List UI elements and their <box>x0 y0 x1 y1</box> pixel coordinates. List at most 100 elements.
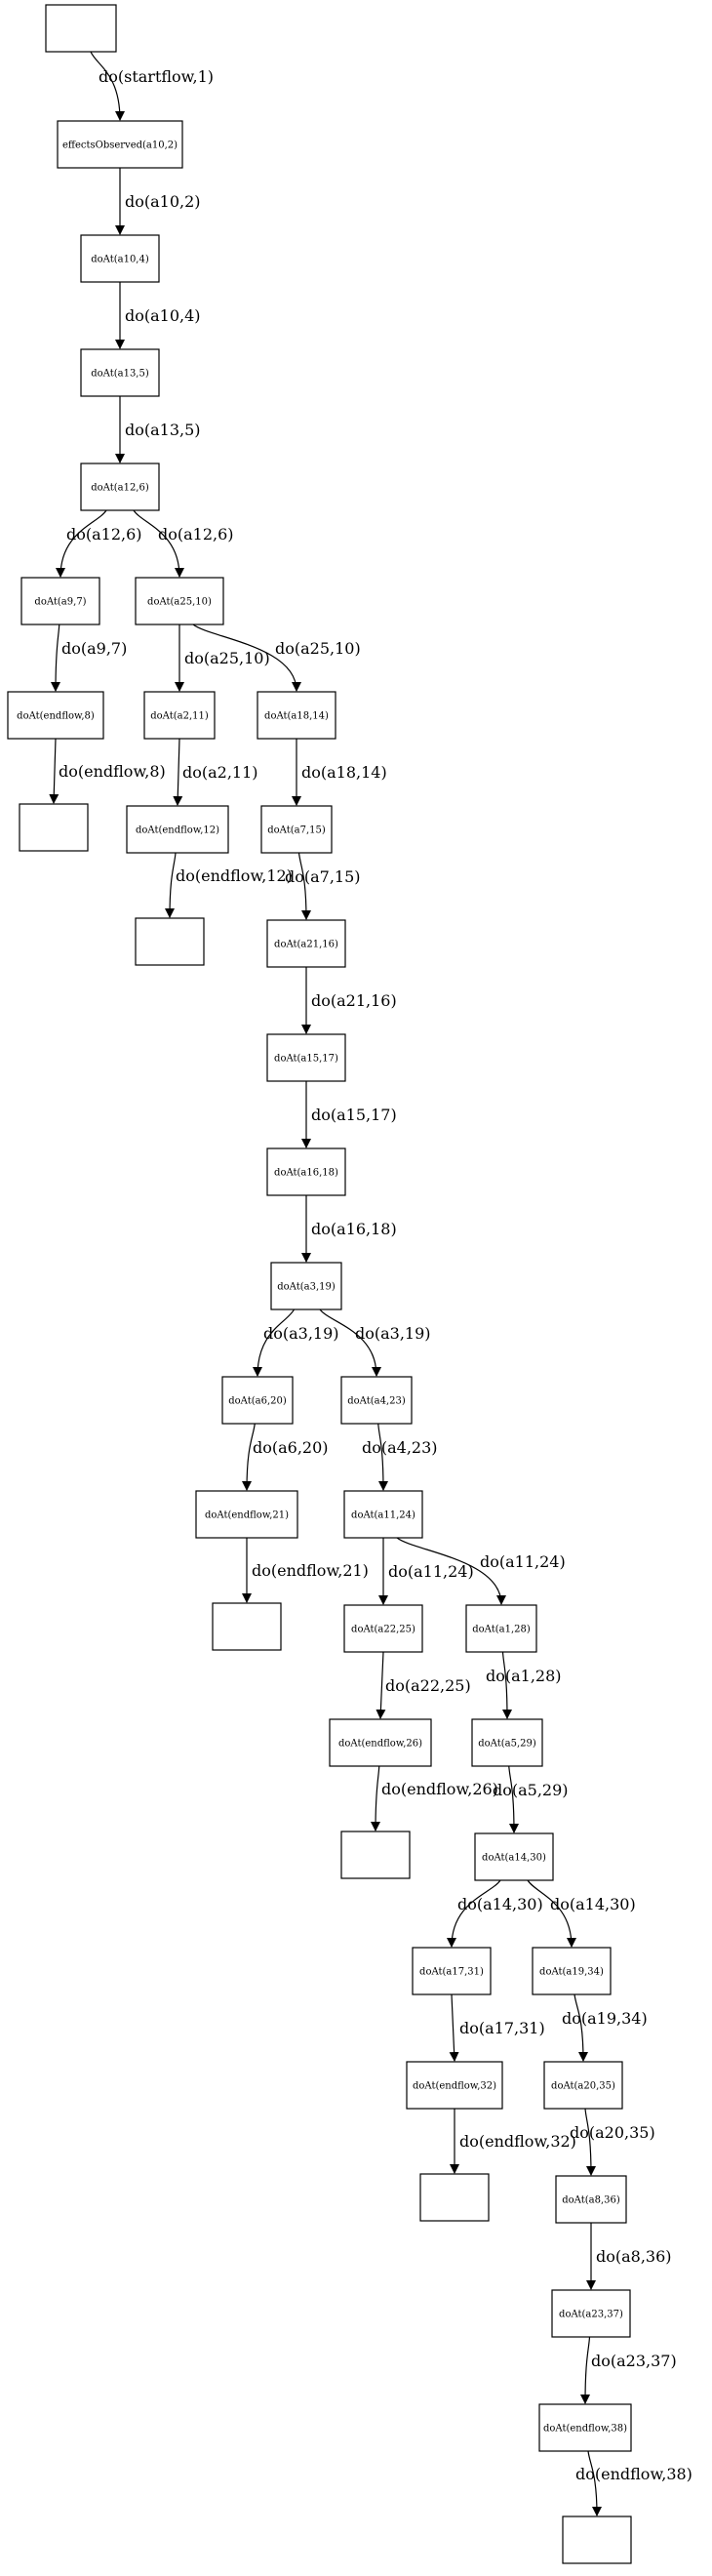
node-box <box>343 1490 423 1539</box>
edge-label: do(a3,19) <box>355 1324 431 1343</box>
node-empty <box>45 4 117 53</box>
node-label: doAt(a21,16) <box>274 940 338 950</box>
node-doat-a2-11: doAt(a2,11) <box>143 691 216 740</box>
node-effectsobserved-a10-2: effectsObserved(a10,2) <box>57 120 183 169</box>
edge-line <box>90 51 125 121</box>
node-box <box>20 577 100 625</box>
node-doat-a9-7: doAt(a9,7) <box>20 577 100 625</box>
node-box <box>419 2173 490 2222</box>
node-box <box>143 691 216 740</box>
edge-label: do(a19,34) <box>562 2009 648 2028</box>
node-label: doAt(endflow,12) <box>136 825 219 836</box>
edge-n28-n29: do(a1,28) <box>486 1651 562 1719</box>
node-doat-a5-29: doAt(a5,29) <box>471 1718 543 1767</box>
node-doat-a4-23: doAt(a4,23) <box>340 1376 413 1425</box>
node-box <box>555 2175 627 2224</box>
edge-label: do(a18,14) <box>301 763 387 782</box>
edge-n35-n36: do(a20,35) <box>570 2108 655 2176</box>
node-doat-a23-37: doAt(a23,37) <box>551 2289 631 2338</box>
edge-label: do(endflow,38) <box>575 2465 692 2483</box>
node-label: doAt(a1,28) <box>472 1625 531 1635</box>
node-box <box>340 1831 411 1879</box>
node-label: doAt(a5,29) <box>478 1739 536 1750</box>
node-empty <box>562 2516 632 2564</box>
node-doat-endflow-38: doAt(endflow,38) <box>538 2403 632 2452</box>
edge-label: do(a12,6) <box>66 525 142 543</box>
node-box <box>19 803 89 852</box>
node-box <box>412 1947 492 1995</box>
node-doat-endflow-8: doAt(endflow,8) <box>7 691 104 740</box>
edge-n19-n23: do(a3,19) <box>319 1308 431 1377</box>
node-label: doAt(a8,36) <box>562 2195 620 2206</box>
edge-label: do(a14,30) <box>457 1895 543 1913</box>
node-box <box>126 805 229 854</box>
node-doat-endflow-26: doAt(endflow,26) <box>329 1718 432 1767</box>
node-box <box>80 463 160 511</box>
edge-line <box>574 1993 588 2062</box>
edge-n32-e32: do(endflow,32) <box>450 2109 576 2174</box>
node-box <box>212 1602 282 1651</box>
edge-n10-n14: do(a25,10) <box>192 624 361 692</box>
edge-label: do(a7,15) <box>285 867 361 886</box>
node-label: doAt(a15,17) <box>274 1054 338 1065</box>
node-box <box>80 348 160 397</box>
edge-start-n2: do(startflow,1) <box>90 51 214 121</box>
node-box <box>221 1376 294 1425</box>
edge-n8-e8: do(endflow,8) <box>49 738 166 804</box>
edge-n14-n15: do(a18,14) <box>292 739 387 806</box>
node-box <box>57 120 183 169</box>
node-label: doAt(a25,10) <box>147 597 212 608</box>
node-doat-endflow-21: doAt(endflow,21) <box>195 1490 298 1539</box>
node-box <box>135 917 205 966</box>
node-doat-a20-35: doAt(a20,35) <box>543 2061 623 2110</box>
edge-line <box>192 624 301 692</box>
edge-label: do(a17,31) <box>459 2019 545 2037</box>
edge-label: do(a12,6) <box>158 525 234 543</box>
node-label: doAt(a16,18) <box>274 1168 338 1179</box>
edge-line <box>253 1308 296 1377</box>
node-label: doAt(a13,5) <box>91 369 149 380</box>
node-label: doAt(a12,6) <box>91 483 149 494</box>
edge-line <box>297 852 311 920</box>
node-box <box>538 2403 632 2452</box>
edge-label: do(a21,16) <box>311 991 397 1010</box>
node-box <box>340 1376 413 1425</box>
edge-n15-n16: do(a7,15) <box>285 852 361 920</box>
edge-label: do(a25,10) <box>184 649 270 667</box>
edge-line <box>371 1765 381 1831</box>
node-label: doAt(a3,19) <box>277 1282 336 1293</box>
node-label: doAt(a4,23) <box>347 1396 406 1407</box>
node-empty <box>135 917 205 966</box>
node-box <box>343 1604 423 1653</box>
edge-label: do(a8,36) <box>596 2247 672 2266</box>
node-label: doAt(a6,20) <box>228 1396 287 1407</box>
edge-n23-n24: do(a4,23) <box>362 1423 438 1491</box>
node-label: doAt(endflow,32) <box>413 2081 496 2092</box>
edge-n12-e12: do(endflow,12) <box>165 852 293 918</box>
edge-line <box>319 1308 381 1377</box>
edge-label: do(startflow,1) <box>99 67 214 86</box>
edge-n26-e26: do(endflow,26) <box>371 1765 498 1831</box>
node-box <box>406 2061 503 2110</box>
node-label: doAt(endflow,8) <box>17 711 95 722</box>
node-box <box>266 919 346 968</box>
node-label: doAt(endflow,38) <box>543 2424 627 2435</box>
edge-line <box>56 509 107 578</box>
node-label: doAt(a14,30) <box>482 1853 546 1864</box>
node-doat-a10-4: doAt(a10,4) <box>80 234 160 283</box>
node-empty <box>19 803 89 852</box>
edge-label: do(endflow,26) <box>381 1780 498 1798</box>
node-doat-a17-31: doAt(a17,31) <box>412 1947 492 1995</box>
edge-n36-n37: do(a8,36) <box>586 2223 672 2290</box>
edge-n20-n21: do(a6,20) <box>242 1423 329 1491</box>
node-label: doAt(a19,34) <box>539 1967 604 1978</box>
node-doat-a3-19: doAt(a3,19) <box>270 1262 342 1310</box>
edge-n5-n6: do(a13,5) <box>115 396 201 463</box>
edge-label: do(a14,30) <box>550 1895 636 1913</box>
node-label: doAt(a23,37) <box>559 2310 623 2320</box>
node-doat-a11-24: doAt(a11,24) <box>343 1490 423 1539</box>
edge-line <box>133 509 184 578</box>
node-box <box>465 1604 537 1653</box>
edge-n11-n12: do(a2,11) <box>173 738 258 806</box>
